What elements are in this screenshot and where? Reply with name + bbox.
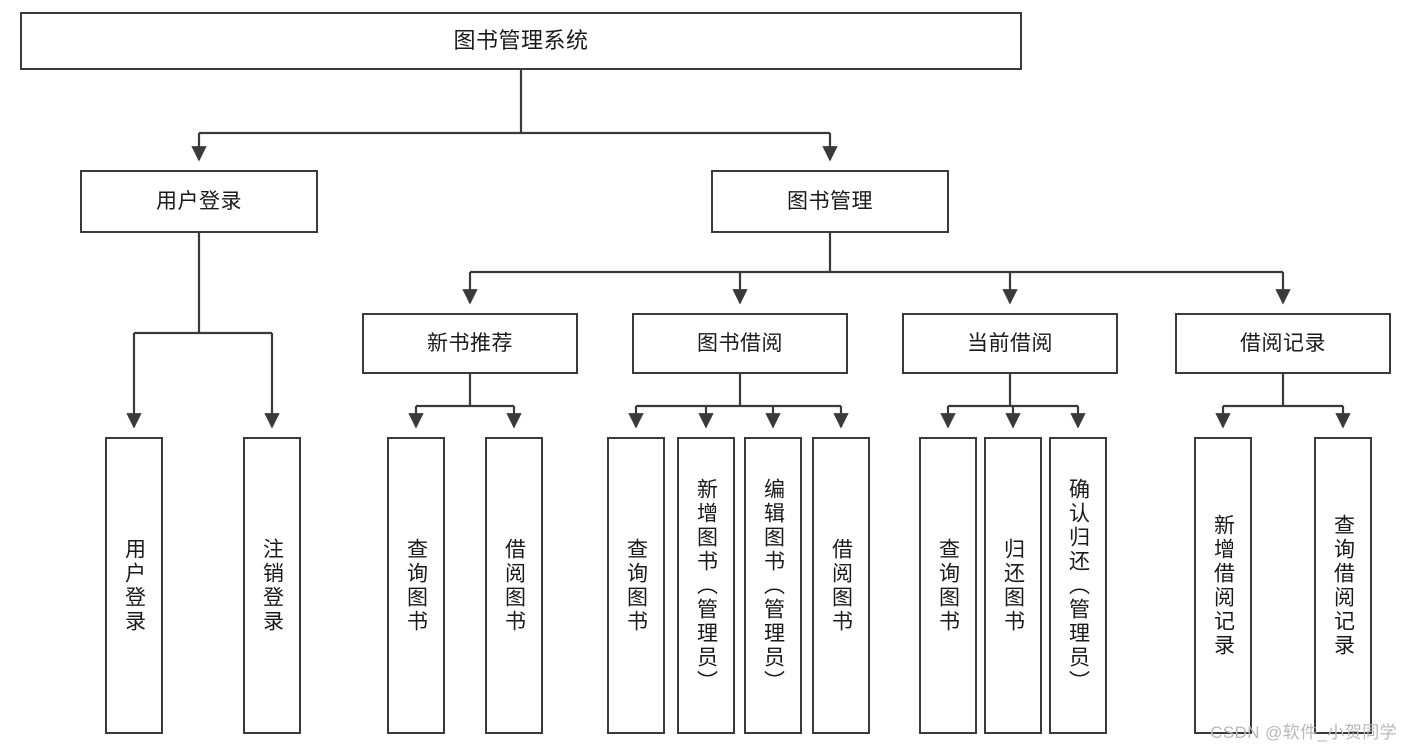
leaf-borrow-add-book-admin[interactable]: 新增图书（管理员） [677, 437, 735, 734]
node-label: 编辑图书（管理员） [761, 477, 785, 694]
node-label: 查询图书 [936, 537, 960, 634]
leaf-current-query-book[interactable]: 查询图书 [919, 437, 977, 734]
leaf-current-return-book[interactable]: 归还图书 [984, 437, 1042, 734]
leaf-record-add-record[interactable]: 新增借阅记录 [1194, 437, 1252, 734]
node-new-book-recommend[interactable]: 新书推荐 [362, 313, 578, 374]
node-book-management[interactable]: 图书管理 [711, 170, 949, 233]
node-book-borrow[interactable]: 图书借阅 [632, 313, 848, 374]
node-label: 用户登录 [122, 537, 146, 634]
leaf-recommend-query-book[interactable]: 查询图书 [387, 437, 445, 734]
node-label: 查询图书 [404, 537, 428, 634]
node-label: 新书推荐 [427, 331, 513, 355]
node-root-system[interactable]: 图书管理系统 [20, 12, 1022, 70]
leaf-recommend-borrow-book[interactable]: 借阅图书 [485, 437, 543, 734]
node-label: 借阅记录 [1240, 331, 1326, 355]
node-label: 当前借阅 [967, 331, 1053, 355]
leaf-user-login-login[interactable]: 用户登录 [105, 437, 163, 734]
node-borrow-record[interactable]: 借阅记录 [1175, 313, 1391, 374]
watermark-text: CSDN @软件_小贺同学 [1210, 723, 1397, 742]
node-label: 新增借阅记录 [1211, 513, 1235, 658]
leaf-record-query-record[interactable]: 查询借阅记录 [1314, 437, 1372, 734]
leaf-current-confirm-return-admin[interactable]: 确认归还（管理员） [1049, 437, 1107, 734]
node-label: 图书管理 [787, 189, 873, 213]
node-label: 归还图书 [1001, 537, 1025, 634]
node-label: 借阅图书 [502, 537, 526, 634]
node-label: 确认归还（管理员） [1066, 477, 1090, 694]
leaf-user-login-logout[interactable]: 注销登录 [243, 437, 301, 734]
node-current-borrow[interactable]: 当前借阅 [902, 313, 1118, 374]
leaf-borrow-query-book[interactable]: 查询图书 [607, 437, 665, 734]
node-label: 图书借阅 [697, 331, 783, 355]
node-label: 注销登录 [260, 537, 284, 634]
node-user-login[interactable]: 用户登录 [80, 170, 318, 233]
node-label: 查询图书 [624, 537, 648, 634]
leaf-borrow-borrow-book[interactable]: 借阅图书 [812, 437, 870, 734]
leaf-borrow-edit-book-admin[interactable]: 编辑图书（管理员） [744, 437, 802, 734]
node-label: 图书管理系统 [453, 27, 589, 53]
node-label: 借阅图书 [829, 537, 853, 634]
node-label: 查询借阅记录 [1331, 513, 1355, 658]
node-label: 新增图书（管理员） [694, 477, 718, 694]
node-label: 用户登录 [156, 189, 242, 213]
